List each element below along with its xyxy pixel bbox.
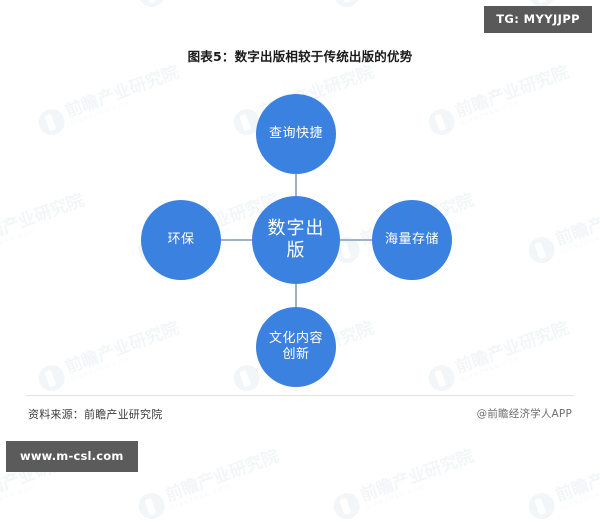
connector-line-bottom (295, 283, 297, 309)
diagram-node-center-label: 数字出版 (267, 218, 325, 261)
watermark-logo-icon (135, 489, 169, 523)
diagram-node-right-label: 海量存储 (384, 231, 439, 247)
source-note: 资料来源：前瞻产业研究院 (28, 408, 163, 421)
chart-content: 图表5：数字出版相较于传统出版的优势 查询快捷 海量存储 文化内容创新 环保 数… (26, 49, 574, 421)
page-title: 图表5：数字出版相较于传统出版的优势 (187, 49, 413, 64)
connector-line-left (219, 239, 253, 241)
connector-line-top (295, 174, 297, 198)
watermark-logo-icon (330, 489, 364, 523)
app-credit: @前瞻经济学人APP (476, 408, 572, 420)
telegram-handle-badge: TG: MYYJJPP (484, 6, 592, 33)
diagram-node-bottom[interactable]: 文化内容创新 (256, 307, 336, 387)
footer-divider (26, 395, 574, 396)
connector-line-right (339, 239, 373, 241)
diagram-node-left-label: 环保 (167, 231, 195, 247)
website-url-badge: www.m-csl.com (6, 441, 138, 472)
hub-and-spoke-diagram: 查询快捷 海量存储 文化内容创新 环保 数字出版 (141, 94, 452, 387)
diagram-node-top[interactable]: 查询快捷 (256, 94, 336, 174)
diagram-node-bottom-label: 文化内容创新 (268, 330, 323, 362)
diagram-node-left[interactable]: 环保 (141, 200, 221, 280)
diagram-node-top-label: 查询快捷 (268, 125, 323, 141)
diagram-node-right[interactable]: 海量存储 (372, 200, 452, 280)
diagram-node-center[interactable]: 数字出版 (252, 196, 340, 284)
watermark-logo-icon (525, 489, 559, 523)
